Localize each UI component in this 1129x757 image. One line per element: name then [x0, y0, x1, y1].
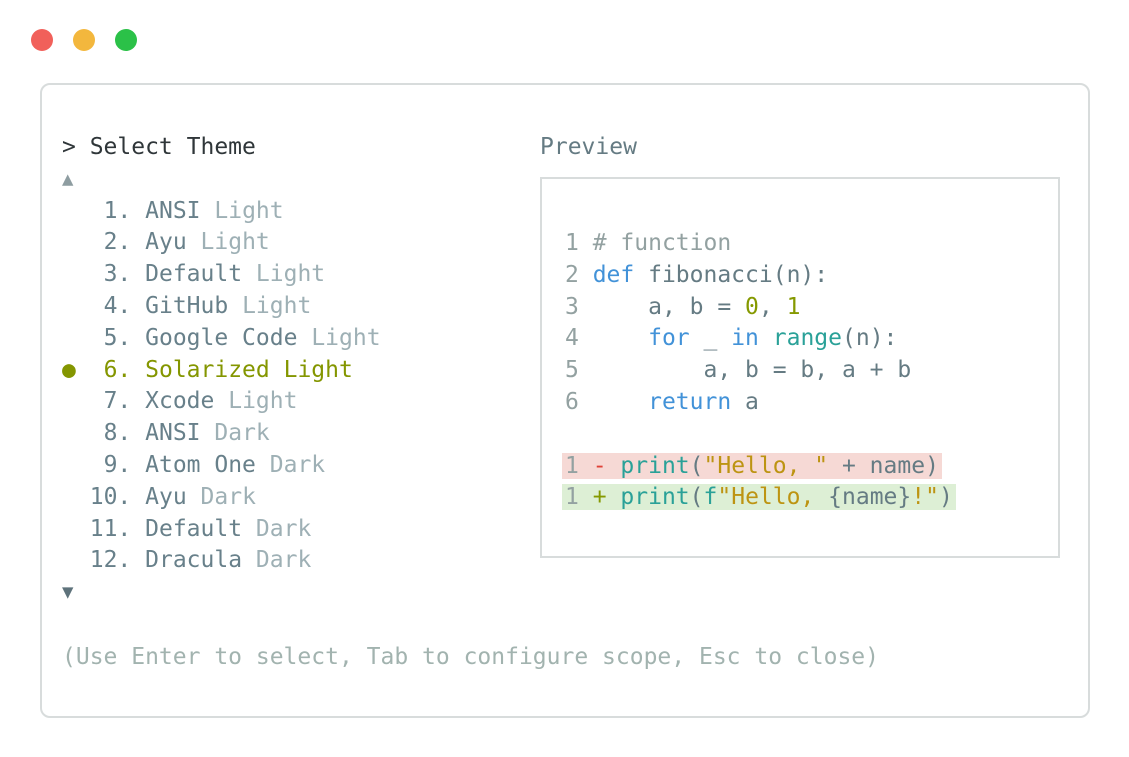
theme-item[interactable]: 9. Atom One Dark	[62, 450, 381, 482]
theme-item-number: 11.	[89, 515, 132, 542]
line-number: 1	[565, 452, 593, 479]
theme-item-name: Atom One	[145, 451, 256, 478]
theme-item-name: Ayu	[145, 229, 187, 256]
theme-item[interactable]: ● 6. Solarized Light	[62, 355, 381, 387]
prompt-text: > Select Theme	[62, 134, 256, 160]
theme-item-name: Solarized	[145, 356, 270, 383]
diff-line-removed: 1 - print("Hello, " + name)	[562, 451, 1058, 483]
theme-item[interactable]: 11. Default Dark	[62, 514, 381, 546]
line-number: 5	[565, 357, 593, 384]
selected-bullet-icon	[62, 547, 76, 573]
theme-item-number: 7.	[89, 388, 132, 415]
theme-items: 1. ANSI Light 2. Ayu Light 3. Default Li…	[62, 196, 381, 578]
selected-bullet-icon	[62, 325, 76, 351]
line-number: 2	[565, 261, 593, 288]
theme-item[interactable]: 1. ANSI Light	[62, 196, 381, 228]
selected-bullet-icon	[62, 388, 76, 414]
theme-item-name: GitHub	[145, 292, 229, 319]
theme-item[interactable]: 12. Dracula Dark	[62, 545, 381, 577]
theme-item-variant: Dark	[255, 515, 312, 542]
selected-bullet-icon	[62, 293, 76, 319]
theme-item-variant: Dark	[255, 547, 312, 574]
code-line: 2 def fibonacci(n):	[565, 261, 829, 288]
code-line: 4 for _ in range(n):	[565, 325, 898, 352]
selected-bullet-icon	[62, 484, 76, 510]
theme-item-variant: Dark	[200, 483, 256, 510]
line-number: 4	[565, 325, 593, 352]
minimize-button[interactable]	[73, 29, 95, 51]
theme-item-number: 1.	[89, 197, 132, 224]
theme-item-number: 8.	[89, 420, 132, 447]
line-number: 6	[565, 388, 593, 415]
theme-item-number: 10.	[89, 483, 132, 510]
theme-item-variant: Dark	[214, 420, 270, 447]
close-button[interactable]	[31, 29, 53, 51]
selected-bullet-icon	[62, 198, 76, 224]
theme-item-variant: Dark	[269, 451, 326, 478]
theme-item-name: ANSI	[145, 420, 201, 447]
theme-item-variant: Light	[311, 324, 381, 351]
theme-item-name: Default	[145, 261, 243, 288]
theme-item[interactable]: 5. Google Code Light	[62, 323, 381, 355]
theme-item-variant: Light	[200, 229, 270, 256]
theme-item-variant: Light	[255, 261, 326, 288]
theme-item-number: 4.	[89, 292, 132, 319]
keyboard-hint: (Use Enter to select, Tab to configure s…	[62, 644, 879, 670]
code-preview: 1 # function 2 def fibonacci(n): 3 a, b = …	[562, 228, 1058, 514]
diff-line-added: 1 + print(f"Hello, {name}!")	[562, 482, 1058, 514]
preview-label: Preview	[540, 134, 637, 160]
code-line	[565, 419, 1058, 451]
theme-item-variant: Light	[214, 197, 284, 224]
theme-item-variant: Light	[242, 292, 312, 319]
code-line: 1 # function	[565, 230, 732, 256]
theme-selector-panel: > Select Theme ▲ 1. ANSI Light 2. Ayu Li…	[40, 83, 1090, 718]
theme-item-name: ANSI	[145, 197, 201, 224]
theme-item-variant: Light	[228, 388, 298, 415]
theme-item-number: 9.	[89, 451, 132, 478]
prompt: > Select Theme	[62, 132, 381, 164]
theme-item-name: Dracula	[145, 547, 243, 574]
scroll-up-icon[interactable]: ▲	[62, 167, 74, 190]
theme-item-name: Default	[145, 515, 243, 542]
line-number: 3	[565, 293, 593, 320]
theme-item-number: 6.	[89, 356, 132, 383]
selected-bullet-icon: ●	[62, 356, 76, 383]
selected-bullet-icon	[62, 229, 76, 255]
code-line: 3 a, b = 0, 1	[565, 293, 801, 320]
selected-bullet-icon	[62, 516, 76, 542]
theme-item-number: 12.	[89, 547, 132, 574]
line-number: 1	[565, 230, 593, 256]
selected-bullet-icon	[62, 261, 76, 287]
preview-box: 1 # function 2 def fibonacci(n): 3 a, b = …	[540, 177, 1060, 558]
code-line: 6 return a	[565, 388, 759, 415]
theme-item-name: Xcode	[145, 388, 215, 415]
theme-item-name: Google Code	[145, 324, 298, 351]
line-number: 1	[565, 484, 593, 511]
code-line: 5 a, b = b, a + b	[565, 357, 912, 384]
selected-bullet-icon	[62, 452, 76, 478]
selected-bullet-icon	[62, 420, 76, 446]
theme-item[interactable]: 4. GitHub Light	[62, 291, 381, 323]
theme-item-variant: Light	[283, 356, 353, 383]
theme-item-number: 5.	[89, 324, 132, 351]
theme-item-name: Ayu	[145, 483, 187, 510]
theme-item[interactable]: 7. Xcode Light	[62, 386, 381, 418]
window-controls	[31, 29, 137, 51]
theme-item-number: 3.	[89, 261, 132, 288]
theme-item[interactable]: 2. Ayu Light	[62, 227, 381, 259]
theme-item[interactable]: 3. Default Light	[62, 259, 381, 291]
scroll-down-icon[interactable]: ▼	[62, 581, 74, 604]
zoom-button[interactable]	[115, 29, 137, 51]
theme-item-number: 2.	[89, 229, 132, 256]
theme-list-column: > Select Theme ▲ 1. ANSI Light 2. Ayu Li…	[62, 132, 381, 609]
theme-item[interactable]: 10. Ayu Dark	[62, 482, 381, 514]
theme-item[interactable]: 8. ANSI Dark	[62, 418, 381, 450]
